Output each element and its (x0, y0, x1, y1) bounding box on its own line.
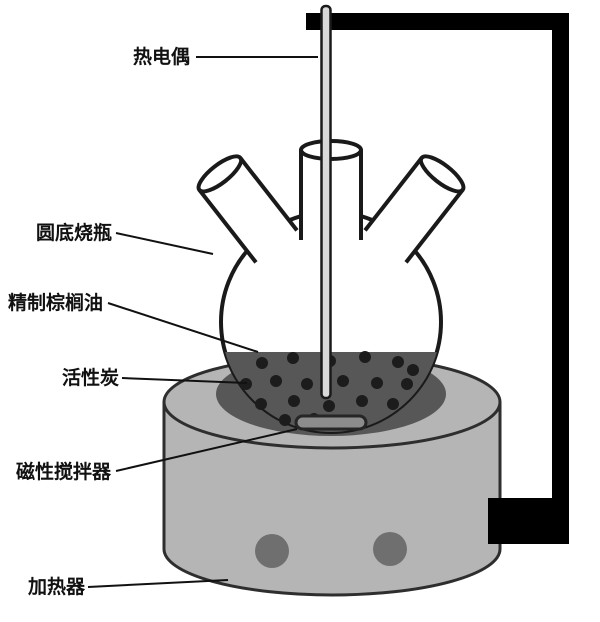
leader-stirrer (115, 428, 298, 472)
activated-carbon-dots (240, 351, 419, 427)
stirrer-bar (294, 414, 368, 431)
leader-flask (115, 232, 214, 255)
heater-knob-left (255, 534, 289, 568)
flask-neck-left (196, 154, 299, 264)
label-flask: 圆底烧瓶 (36, 221, 112, 244)
support-stand (306, 13, 569, 544)
leader-heater (87, 579, 229, 588)
flask-neck-right (363, 154, 466, 264)
label-carbon: 活性炭 (62, 366, 119, 389)
label-palm-oil: 精制棕榈油 (8, 291, 103, 314)
leader-carbon (121, 377, 248, 384)
heater-knob-right (373, 532, 407, 566)
label-thermocouple: 热电偶 (133, 45, 190, 68)
stand-top-bar (306, 13, 568, 30)
heater-cylinder (162, 402, 502, 597)
stand-foot-block (488, 498, 569, 544)
label-stirrer: 磁性搅拌器 (16, 460, 112, 483)
stand-right-bar (552, 13, 569, 543)
leader-palm-oil (107, 302, 259, 353)
thermocouple-rod (320, 4, 332, 400)
label-heater: 加热器 (27, 575, 86, 598)
